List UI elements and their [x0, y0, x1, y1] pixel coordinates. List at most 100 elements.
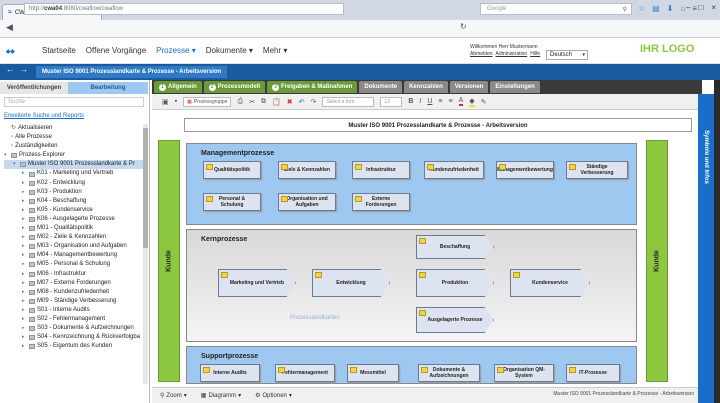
collapsed-arrow-icon[interactable]: ▸	[22, 225, 25, 232]
print-icon[interactable]: ⎙	[237, 97, 244, 105]
paste-icon[interactable]: 📋	[271, 98, 281, 106]
underline-icon[interactable]: U	[427, 98, 433, 105]
support-section[interactable]: Supportprozesse	[186, 346, 637, 384]
box-kundenzufriedenheit[interactable]: Kundenzufriedenheit	[424, 161, 484, 179]
tree-scrollbar[interactable]	[143, 124, 148, 384]
bold-icon[interactable]: B	[408, 98, 414, 105]
tree-item[interactable]: ▫Alle Prozesse	[4, 133, 146, 142]
tree-item[interactable]: ▸M04 - Managementbewertung	[4, 251, 146, 260]
collapsed-arrow-icon[interactable]: ▸	[22, 206, 25, 213]
bookmarks-icon[interactable]: ▤	[652, 4, 660, 13]
chevron-ausgelagerte-prozesse[interactable]: Ausgelagerte Prozesse	[416, 307, 494, 333]
collapsed-arrow-icon[interactable]: ▸	[22, 170, 25, 177]
diagram-title[interactable]: Muster ISO 9001 Prozesslandkarte & Proze…	[184, 118, 692, 132]
nav-offene-vorgaenge[interactable]: Offene Vorgänge	[85, 46, 147, 55]
minimize-icon[interactable]: –	[686, 3, 691, 12]
back-icon[interactable]: ◀	[6, 22, 13, 32]
copy-icon[interactable]: ⧉	[260, 97, 266, 105]
save-icon[interactable]: ▪	[174, 98, 178, 105]
tree-item[interactable]: ▸M03 - Organisation und Aufgaben	[4, 242, 146, 251]
box-messmittel[interactable]: Messmittel	[347, 364, 399, 382]
arrow-right-icon[interactable]: →	[20, 65, 28, 74]
nav-prozesse[interactable]: Prozesse ▾	[156, 46, 196, 55]
font-color-icon[interactable]: A	[458, 97, 464, 106]
box-ziele-kennzahlen[interactable]: Ziele & Kennzahlen	[278, 161, 336, 179]
tree-item[interactable]: ▸S01 - Interne Audits	[4, 306, 146, 315]
collapsed-arrow-icon[interactable]: ▸	[22, 315, 25, 322]
box-infrastruktur[interactable]: Infrastruktur	[352, 161, 410, 179]
tree-item[interactable]: ▸S05 - Eigentum des Kunden	[4, 342, 146, 351]
box-organisation-qm-system[interactable]: Organisation QM-System	[494, 364, 554, 382]
box-dokumente-aufzeichnungen[interactable]: Dokumente & Aufzeichnungen	[418, 364, 480, 382]
tree-item[interactable]: ▸M08 - Kundenzufriedenheit	[4, 288, 146, 297]
editor-tab-4[interactable]: Kennzahlen	[404, 81, 448, 93]
box-interne-audits[interactable]: Interne Audits	[200, 364, 260, 382]
scrollbar-thumb[interactable]	[143, 128, 148, 248]
tree-item[interactable]: ▸S03 - Dokumente & Aufzeichnungen	[4, 324, 146, 333]
collapsed-arrow-icon[interactable]: ▸	[22, 252, 25, 259]
box-organisation-aufgaben[interactable]: Organisation und Aufgaben	[278, 193, 336, 211]
collapsed-arrow-icon[interactable]: ▸	[22, 288, 25, 295]
google-search-input[interactable]: Google ⚲	[480, 3, 632, 15]
editor-tab-5[interactable]: Versionen	[449, 81, 489, 93]
box-fehlermanagement[interactable]: Fehlermanagement	[275, 364, 335, 382]
administration-link[interactable]: Administration	[495, 51, 528, 57]
tree-item[interactable]: ▸K01 - Marketing und Vertrieb	[4, 169, 146, 178]
tab-veroeffentlichungen[interactable]: Veröffentlichungen	[0, 82, 68, 94]
box-externe-forderungen[interactable]: Externe Forderungen	[352, 193, 410, 211]
app-logo-icon[interactable]: ⬩⬩	[6, 44, 15, 58]
editor-tab-6[interactable]: Einstellungen	[490, 81, 540, 93]
tree-item[interactable]: ▾Prozess-Explorer	[4, 151, 146, 160]
expanded-arrow-icon[interactable]: ▾	[13, 161, 16, 168]
tree-item[interactable]: ▸M07 - Externe Forderungen	[4, 279, 146, 288]
tree-search-input[interactable]: Suche	[4, 97, 144, 107]
tree-item[interactable]: ▸S02 - Fehlermanagement	[4, 315, 146, 324]
collapsed-arrow-icon[interactable]: ▸	[22, 325, 25, 332]
fill-color-icon[interactable]: ◆	[469, 97, 475, 107]
collapsed-arrow-icon[interactable]: ▸	[22, 270, 25, 277]
collapsed-arrow-icon[interactable]: ▸	[22, 261, 25, 268]
collapsed-arrow-icon[interactable]: ▸	[22, 343, 25, 350]
menu-icon[interactable]: ≡	[692, 4, 697, 13]
tab-bearbeitung[interactable]: Bearbeitung	[68, 82, 148, 94]
tree-item[interactable]: ↻Aktualisieren	[4, 124, 146, 133]
zoom-menu[interactable]: ⚲Zoom▾	[160, 392, 187, 400]
box-personal-schulung[interactable]: Personal & Schulung	[203, 193, 261, 211]
box-it-prozesse[interactable]: IT-Prozesse	[566, 364, 620, 382]
symbols-info-panel-toggle[interactable]: Symbole und Infos	[698, 94, 714, 403]
collapsed-arrow-icon[interactable]: ▸	[22, 215, 25, 222]
box-qualitaetspolitik[interactable]: Qualitätspolitik	[203, 161, 261, 179]
collapsed-arrow-icon[interactable]: ▸	[22, 179, 25, 186]
tree-item[interactable]: ▸M02 - Ziele & Kennzahlen	[4, 233, 146, 242]
tree-item[interactable]: ▸M01 - Qualitätspolitik	[4, 224, 146, 233]
editor-tab-3[interactable]: Dokumente	[359, 81, 403, 93]
align-center-icon[interactable]: ≡	[448, 98, 453, 105]
management-section[interactable]: Managementprozesse	[186, 143, 637, 225]
line-color-icon[interactable]: ✎	[480, 98, 487, 106]
kunde-left-bar[interactable]: Kunde	[158, 140, 180, 382]
search-icon[interactable]: ⚲	[622, 6, 627, 13]
collapsed-arrow-icon[interactable]: ▸	[22, 297, 25, 304]
chevron-kundenservice[interactable]: Kundenservice	[510, 269, 590, 297]
collapsed-arrow-icon[interactable]: ▸	[22, 234, 25, 241]
maximize-icon[interactable]: □	[698, 3, 704, 12]
select-icon[interactable]: ▣	[162, 98, 169, 106]
nav-mehr[interactable]: Mehr ▾	[262, 46, 288, 55]
tree-item[interactable]: ▸M09 - Ständige Verbesserung	[4, 297, 146, 306]
tree-item[interactable]: ▸S04 - Kennzeichnung & Rückverfolgba	[4, 333, 146, 342]
collapsed-arrow-icon[interactable]: ▸	[22, 243, 25, 250]
collapsed-arrow-icon[interactable]: ▸	[22, 306, 25, 313]
box-staendige-verbesserung[interactable]: Ständige Verbesserung	[566, 161, 628, 179]
chevron-beschaffung[interactable]: Beschaffung	[416, 235, 494, 259]
tree-item[interactable]: ▾Muster ISO 9001 Prozesslandkarte & Pr	[4, 160, 146, 170]
tree-item[interactable]: ▸K03 - Produktion	[4, 188, 146, 197]
tree-item[interactable]: ▸K05 - Kundenservice	[4, 206, 146, 215]
chevron-entwicklung[interactable]: Entwicklung	[312, 269, 390, 297]
download-icon[interactable]: ⬇	[666, 4, 674, 13]
chevron-produktion[interactable]: Produktion	[416, 269, 494, 297]
tree-item[interactable]: ▸K06 - Ausgelagerte Prozesse	[4, 215, 146, 224]
language-select[interactable]: Deutsch ▾	[546, 50, 588, 60]
collapsed-arrow-icon[interactable]: ▸	[22, 334, 25, 341]
